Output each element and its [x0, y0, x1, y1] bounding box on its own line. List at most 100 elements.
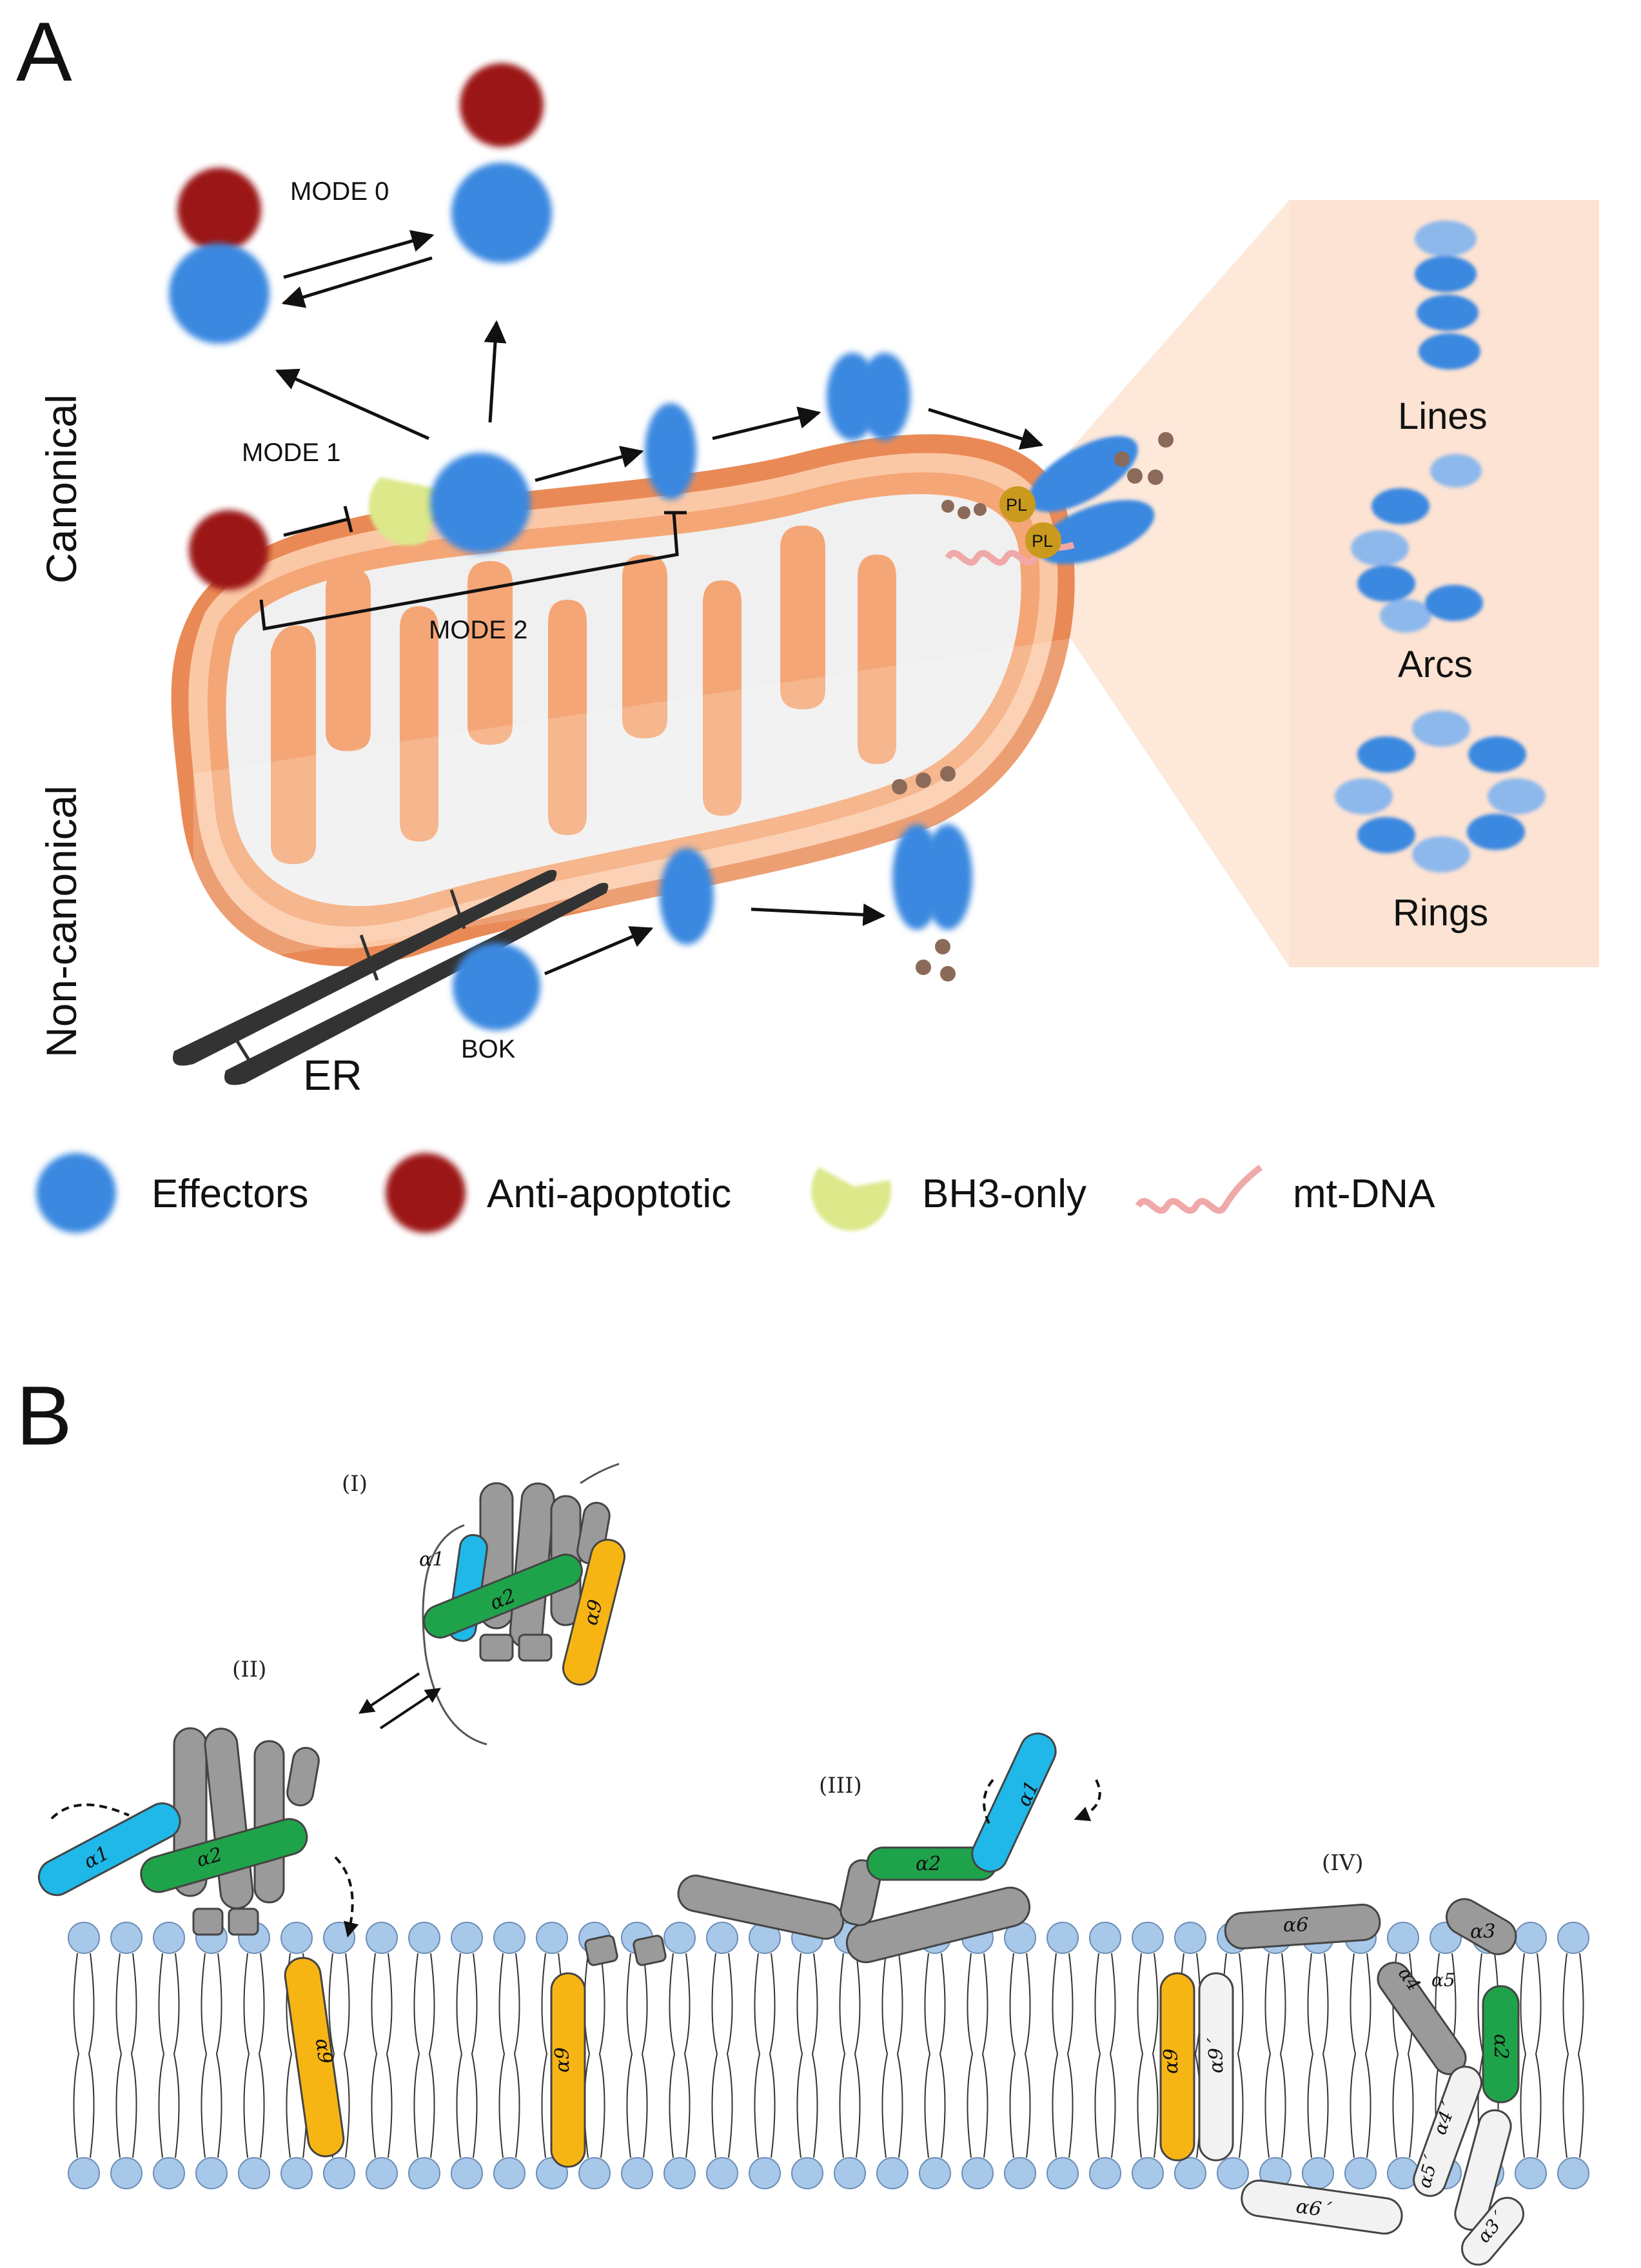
lipid-tail	[73, 1953, 95, 2158]
lipid-head	[536, 1922, 568, 1954]
state-2-protein	[37, 1727, 353, 2158]
lipid-head	[1089, 2157, 1121, 2189]
legend-swatch-bh3-only	[811, 1167, 892, 1231]
lipid-head	[919, 2157, 951, 2189]
s25-helix-a9: α9	[551, 2047, 574, 2073]
anti-apoptotic-protein	[177, 168, 261, 251]
effector-protein	[645, 403, 696, 500]
lipid-head	[1132, 2157, 1164, 2189]
s4-helix-a6: α6	[1283, 1914, 1308, 1937]
lipid-tail	[1562, 1953, 1584, 2158]
s4-helix-a9p: α9´	[1205, 2038, 1228, 2073]
lipid-head	[1302, 2157, 1334, 2189]
state-4-dimer	[1159, 1898, 1524, 2266]
state-2-label: (II)	[232, 1657, 266, 1682]
pl-label-2: PL	[1032, 531, 1053, 551]
lipid-tail	[584, 1953, 605, 2158]
arcs-assembly	[1351, 454, 1483, 633]
lipid-tail	[796, 1953, 818, 2158]
lipid-head	[663, 1922, 696, 1954]
lipid-head	[68, 1922, 100, 1954]
lipid-tail	[158, 1953, 180, 2158]
lipid-tail	[413, 1953, 435, 2158]
lipid-tail	[115, 1953, 137, 2158]
panel-a-letter: A	[16, 5, 72, 99]
state-1-label: (I)	[342, 1471, 368, 1497]
zoom-cone	[1057, 200, 1290, 967]
lipid-tail	[1264, 1953, 1286, 2158]
lipid-tail	[924, 1953, 946, 2158]
s1-helix-a1: α1	[419, 1548, 444, 1571]
effector-protein	[660, 848, 714, 945]
lipid-head	[153, 2157, 185, 2189]
mode1-label: MODE 1	[242, 439, 340, 467]
lipid-head	[1132, 1922, 1164, 1954]
lipid-head	[366, 2157, 398, 2189]
s3-helix-a2: α2	[916, 1853, 941, 1875]
lipid-tail	[1009, 1953, 1031, 2158]
lipid-head	[1387, 1922, 1419, 1954]
lipid-head	[153, 1922, 185, 1954]
er-membrane	[173, 870, 609, 1085]
lipid-head	[238, 2157, 270, 2189]
canonical-label: Canonical	[37, 394, 85, 584]
lipid-head	[1344, 2157, 1377, 2189]
legend-label-bh3-only: BH3-only	[922, 1172, 1086, 1216]
lipid-head	[493, 1922, 526, 1954]
mitochondrion	[171, 434, 1075, 967]
lipid-head	[1004, 2157, 1036, 2189]
lipid-head	[1217, 2157, 1249, 2189]
s4-helix-a3: α3	[1470, 1920, 1495, 1943]
lipid-head	[408, 2157, 440, 2189]
lipid-tail	[669, 1953, 691, 2158]
panel-b-letter: B	[16, 1368, 72, 1463]
pl-label-1: PL	[1006, 495, 1027, 515]
lipid-tail	[754, 1953, 776, 2158]
anti-apoptotic-protein	[460, 63, 544, 147]
lipid-head	[493, 2157, 526, 2189]
s2-helix-a9: α9	[311, 2037, 337, 2066]
lipid-tail	[967, 1953, 988, 2158]
lipid-tail	[1094, 1953, 1116, 2158]
lipid-tail	[243, 1953, 265, 2158]
lipid-head	[451, 1922, 483, 1954]
mode2-label: MODE 2	[429, 616, 527, 644]
lipid-head	[1174, 2157, 1206, 2189]
lipid-head	[451, 2157, 483, 2189]
lipid-head	[280, 1922, 313, 1954]
legend-label-anti-apoptotic: Anti-apoptotic	[487, 1172, 731, 1216]
s4-helix-a9: α9	[1160, 2049, 1183, 2074]
state-1-protein	[422, 1463, 626, 1746]
legend-label-effectors: Effectors	[152, 1172, 309, 1216]
lipid-head	[706, 1922, 738, 1954]
state-4-label: (IV)	[1322, 1850, 1364, 1876]
effector-protein	[923, 824, 972, 930]
lipid-head	[1557, 2157, 1589, 2189]
lipid-head	[1047, 2157, 1079, 2189]
state-3-protein	[677, 1732, 1101, 1964]
effector-protein	[859, 353, 910, 440]
lipid-head	[1089, 1922, 1121, 1954]
lipid-head	[961, 2157, 994, 2189]
lipid-head	[280, 2157, 313, 2189]
non-canonical-label: Non-canonical	[37, 785, 85, 1058]
lipid-tail	[371, 1953, 393, 2158]
lipid-head	[408, 1922, 440, 1954]
lipid-head	[110, 2157, 142, 2189]
lipid-head	[366, 1922, 398, 1954]
legend-swatch-anti-apoptotic	[386, 1153, 466, 1233]
bh3-only-protein	[368, 477, 445, 546]
lipid-head	[1174, 1922, 1206, 1954]
rings-label: Rings	[1393, 892, 1488, 934]
lipid-head	[1047, 1922, 1079, 1954]
lines-label: Lines	[1398, 395, 1488, 437]
effector-protein	[430, 453, 531, 553]
er-label: ER	[303, 1051, 362, 1099]
mode0-label: MODE 0	[290, 177, 389, 206]
lipid-head	[1515, 2157, 1547, 2189]
anti-apoptotic-protein	[189, 510, 269, 590]
bok-protein	[453, 943, 540, 1030]
lipid-tail	[1052, 1953, 1074, 2158]
lipid-head	[1557, 1922, 1589, 1954]
